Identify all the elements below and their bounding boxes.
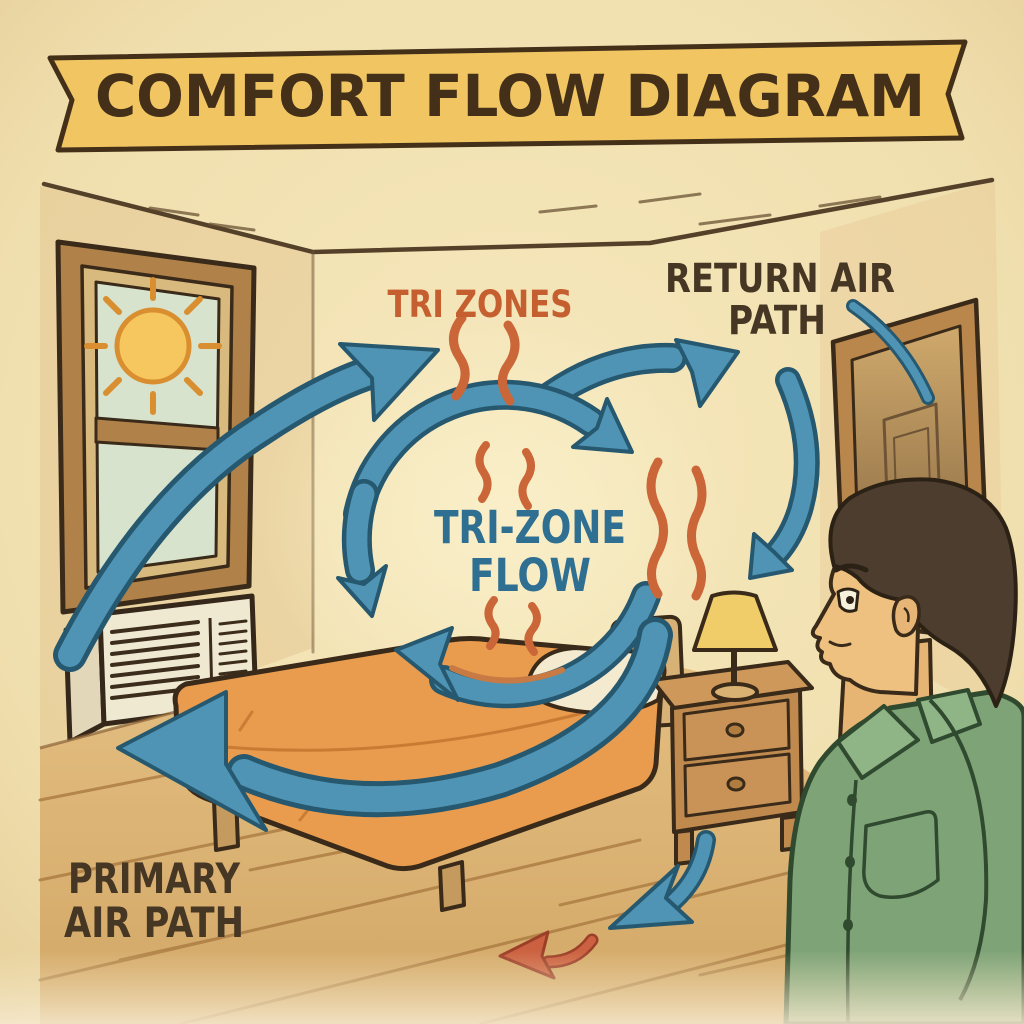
window [55,239,257,615]
floor-blue-arrow [608,830,716,930]
door-return-curve [846,299,935,405]
nightstand [650,590,814,866]
diagram-labels: TRI ZONES RETURN AIR PATH TRI-ZONE FLOW … [64,256,895,947]
ear [891,595,921,638]
return-airflow-arrow [748,367,820,580]
page-title: COMFORT FLOW DIAGRAM [95,62,925,130]
person [783,477,1024,1024]
mouth [828,640,852,648]
heat-waves [449,313,707,684]
collar-left [836,704,920,780]
bottom-fade [0,950,1024,1024]
title-banner: COMFORT FLOW DIAGRAM [47,39,968,153]
label-return-air-line1: RETURN AIR [665,256,895,302]
label-return-air-line2: PATH [728,298,826,344]
label-tri-zone-flow-line2: FLOW [469,549,591,602]
lamp-shade [692,590,778,652]
ceiling-airflow-arrow [533,338,740,413]
bed-sweep-arrow [116,617,673,832]
label-tri-zone-flow-line1: TRI-ZONE [434,501,626,554]
primary-airflow-arrow [53,342,440,672]
ceiling-hatches [148,192,882,232]
eyebrow [833,563,869,573]
hair [828,477,1018,708]
tri-zone-loop-arrows [336,379,661,709]
table-lamp [692,590,778,702]
label-tri-zones: TRI ZONES [388,283,573,326]
ac-side-vents [218,619,248,676]
shirt-pocket [862,809,940,900]
label-primary-air-line2: AIR PATH [64,898,244,947]
label-primary-air-line1: PRIMARY [68,854,240,903]
sun-icon [84,277,222,415]
airflow-arrows [53,299,935,930]
